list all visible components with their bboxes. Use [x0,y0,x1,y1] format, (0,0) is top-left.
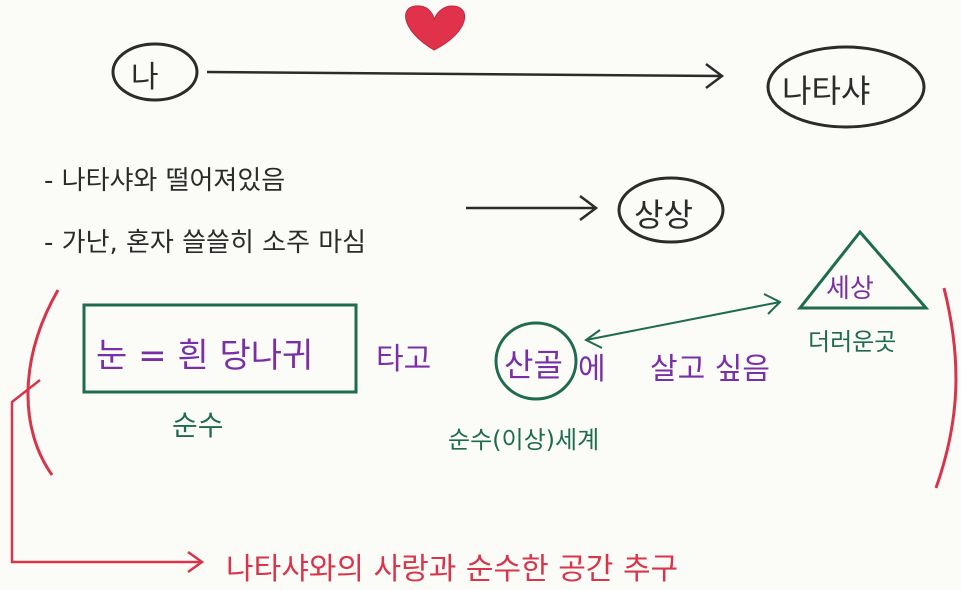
right-node-label: 나타샤 [782,72,871,110]
conclusion-text: 나타샤와의 사랑과 순수한 공간 추구 [226,552,679,587]
imagination-label: 상상 [634,196,693,234]
live-want-text: 살고 싶음 [650,352,770,387]
condition-1: - 나타샤와 떨어져있음 [44,166,286,196]
place-note: 순수(이상)세계 [448,426,600,454]
left-parenthesis [26,289,60,476]
snow-donkey-text: 눈 = 흰 당나귀 [96,336,314,376]
top-arrow [206,70,723,78]
right-parenthesis [934,287,958,489]
contrast-arrow [585,301,781,341]
ride-text: 타고 [376,342,432,377]
snow-note: 순수 [172,409,224,442]
place-suffix: 에 [578,352,606,387]
world-note: 더러운곳 [808,328,897,356]
condition-2: - 가난, 혼자 쓸쓸히 소주 마심 [44,228,367,258]
left-node-label: 나 [131,60,159,95]
heart-icon [405,5,466,51]
place-text: 산골 [504,346,563,384]
world-label: 세상 [826,274,874,304]
